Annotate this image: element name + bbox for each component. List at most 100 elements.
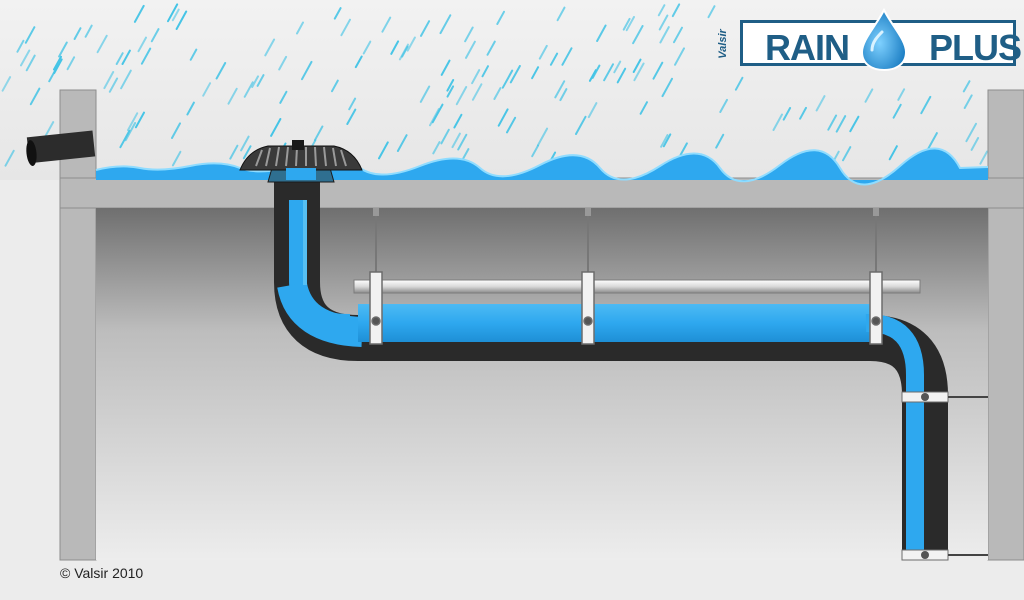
raindrop	[171, 150, 182, 167]
raindrop	[596, 24, 607, 42]
raindrop	[633, 62, 645, 82]
raindrop	[927, 132, 938, 150]
raindrop	[133, 4, 145, 23]
raindrop	[616, 67, 627, 84]
raindrop	[719, 98, 728, 113]
logo-word-left: RAIN	[765, 27, 850, 68]
raindrop	[53, 55, 62, 71]
pipe-hangers	[373, 208, 879, 280]
raindrop	[965, 122, 977, 143]
raindrop	[707, 5, 716, 19]
raindrop	[662, 133, 672, 148]
raindrop	[96, 34, 108, 54]
brand-name: Valsir	[716, 29, 729, 59]
raindrop	[171, 8, 180, 22]
raindrop	[842, 146, 852, 162]
raindrop	[679, 142, 688, 156]
raindrop	[137, 36, 147, 53]
raindrop	[108, 77, 119, 93]
raindrop	[390, 40, 400, 55]
raindrop	[20, 49, 31, 67]
right-wall	[987, 89, 1024, 561]
raindrop	[457, 133, 468, 151]
raindrop	[354, 55, 363, 69]
raindrop	[575, 115, 587, 135]
raindrop	[657, 4, 666, 17]
raindrop	[140, 47, 152, 65]
raindrop	[229, 144, 239, 160]
raindrop	[378, 141, 389, 160]
raindrop	[815, 95, 826, 112]
raindrop	[362, 40, 372, 55]
raindrop	[264, 38, 276, 57]
raindrop	[120, 69, 132, 90]
raindrop	[659, 26, 670, 44]
raindrop	[772, 113, 783, 131]
raindrop	[674, 47, 685, 66]
raindrop	[715, 133, 725, 149]
raindrop	[782, 107, 792, 121]
raindrop	[864, 88, 874, 103]
raindrop	[658, 14, 669, 31]
raindrop	[486, 40, 496, 56]
raindrop	[240, 135, 250, 152]
raindrop	[419, 85, 431, 103]
raindrop	[66, 56, 76, 71]
wall-brackets	[901, 391, 988, 561]
raindrop	[115, 52, 124, 65]
raindrop	[561, 47, 573, 66]
raindrop	[251, 75, 259, 88]
raindrop	[827, 114, 838, 131]
raindrop	[420, 20, 431, 37]
raindrop	[398, 43, 409, 61]
raindrop	[73, 27, 82, 40]
raindrop	[340, 18, 351, 37]
raindrop	[134, 111, 145, 129]
support-rail	[353, 279, 921, 294]
horizontal-pipe-water	[358, 304, 870, 342]
raindrop	[16, 39, 25, 53]
raindrop	[892, 103, 902, 119]
raindrop	[613, 60, 622, 74]
raindrop	[227, 87, 238, 105]
raindrop	[348, 97, 357, 111]
pipe-clamps	[369, 271, 883, 345]
copyright-notice: © Valsir 2010	[60, 565, 144, 581]
raindrop	[84, 24, 93, 38]
rainplus-logo: Valsir RAIN PLUS	[717, 8, 1022, 72]
raindrop	[453, 113, 463, 129]
raindrop	[501, 69, 514, 89]
raindrop	[396, 134, 408, 152]
raindrop	[429, 108, 440, 127]
raindrop	[242, 145, 252, 160]
raindrop	[531, 66, 540, 80]
roof-water-surface	[95, 147, 989, 186]
raindrop	[970, 137, 980, 151]
raindrop	[451, 132, 461, 149]
raindrop	[471, 69, 481, 85]
raindrop	[124, 122, 137, 142]
rain-streaks	[1, 3, 989, 169]
raindrop	[603, 63, 614, 82]
raindrop	[536, 127, 549, 147]
raindrop	[849, 115, 860, 133]
raindrop	[538, 44, 548, 60]
raindrop	[671, 3, 681, 18]
raindrop	[171, 122, 181, 139]
raindrop	[632, 25, 644, 45]
raindrop	[279, 90, 288, 104]
raindrop	[625, 16, 635, 32]
raindrop	[186, 101, 195, 116]
brand-vertical: Valsir	[717, 22, 740, 68]
raindrop	[506, 116, 517, 134]
raindrop	[979, 150, 989, 165]
raindrop	[661, 77, 673, 98]
raindrop	[496, 10, 505, 25]
raindrop	[455, 86, 468, 106]
raindrop	[622, 17, 631, 31]
raindrop	[673, 26, 683, 44]
raindrop	[331, 79, 339, 93]
raindrop	[175, 10, 188, 30]
